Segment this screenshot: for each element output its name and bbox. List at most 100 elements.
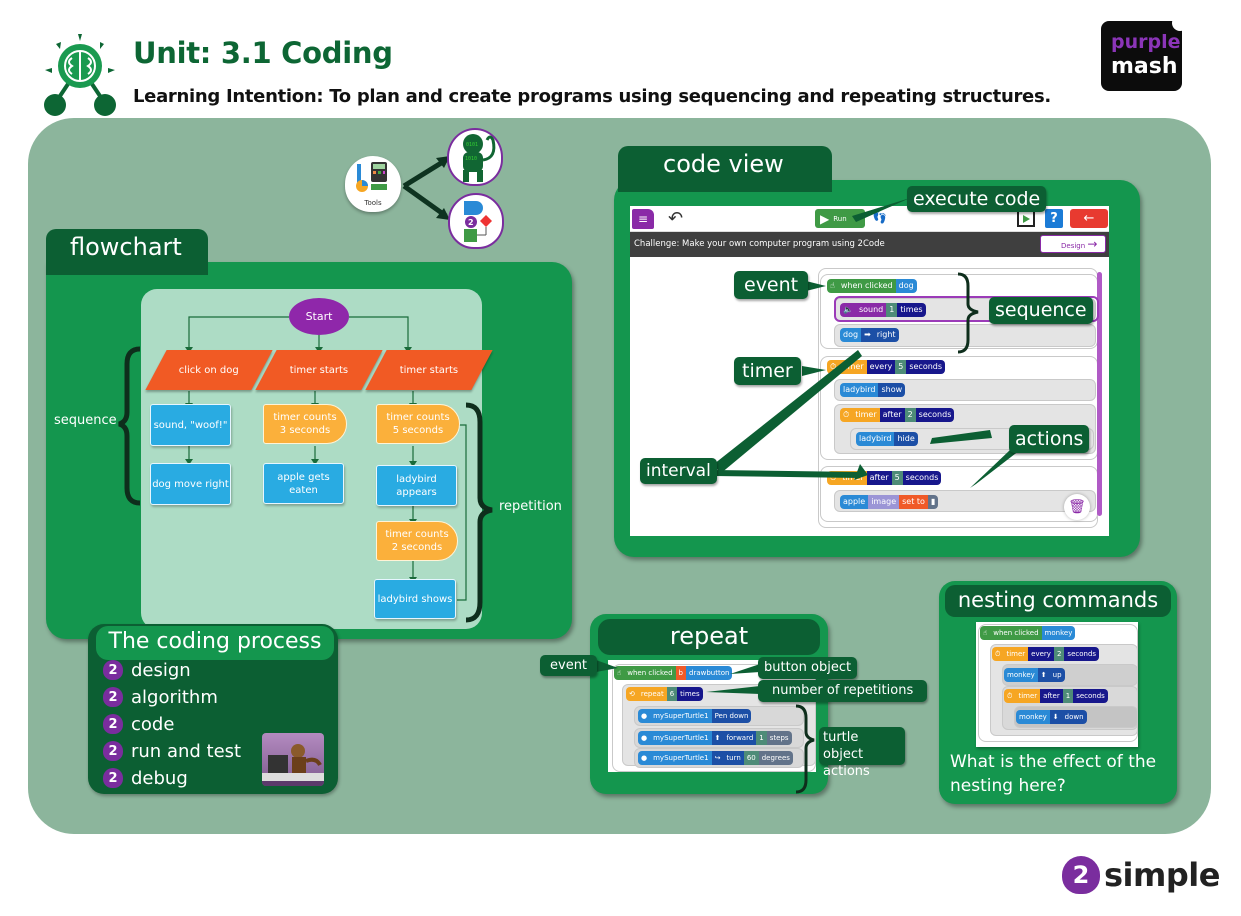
code-block-dog-right[interactable]: dog➡right [840, 328, 899, 342]
block-text: apple [840, 495, 869, 509]
coding-step: 2 design [103, 657, 191, 683]
code-block-monkey-up[interactable]: monkey⬆up [1004, 668, 1065, 682]
purple-mash-logo: purple mash [1101, 15, 1188, 91]
menu-icon[interactable]: ≡ [632, 209, 654, 229]
block-text: 60 [743, 751, 759, 765]
block-text: dog [840, 328, 862, 342]
block-text: 6 [666, 687, 678, 701]
block-text: when clicked [990, 626, 1042, 640]
callout-turtle-actions: turtle object actions [819, 727, 905, 779]
block-text: times [677, 687, 703, 701]
coding-step-label: debug [131, 767, 188, 789]
block-text: up [1049, 668, 1065, 682]
svg-text:0101: 0101 [466, 142, 478, 148]
block-text: show [878, 383, 906, 397]
svg-text:2: 2 [468, 218, 474, 227]
two-badge-icon: 2 [103, 741, 123, 761]
run-button[interactable]: ▶Run [815, 209, 865, 228]
block-text: repeat [637, 687, 667, 701]
apple-core-icon: ▮ [927, 495, 939, 509]
arrow-up-icon: ⬆ [711, 731, 724, 745]
flowchart-process-node: ladybird shows [374, 579, 456, 619]
help-button[interactable]: ? [1045, 209, 1063, 228]
block-text: seconds [902, 471, 942, 485]
undo-icon[interactable]: ↶ [668, 208, 684, 229]
arrow-right-icon: ➡ [861, 328, 874, 342]
block-text: monkey [1016, 710, 1050, 724]
block-text: 5 [891, 471, 903, 485]
block-text: mySuperTurtle1 [650, 731, 712, 745]
two-badge-icon: 2 [103, 660, 123, 680]
tools-label: Tools [364, 199, 382, 207]
monkey-at-computer-image [262, 733, 324, 786]
callout-event: event [734, 271, 809, 299]
code-row [834, 324, 1096, 347]
block-text: monkey [1041, 626, 1076, 640]
block-text: hide [894, 432, 918, 446]
two-badge-icon: 2 [103, 768, 123, 788]
block-text: seconds [1064, 647, 1100, 661]
coding-step-label: design [131, 659, 191, 681]
block-text: after [879, 408, 905, 422]
flowchart-start-node: Start [289, 298, 349, 335]
callout-interval: interval [640, 458, 717, 484]
2simple-logo: 2 simple [1062, 855, 1220, 895]
trash-icon[interactable]: 🗑 [1064, 494, 1090, 520]
block-text: ladybird [856, 432, 895, 446]
code-view-pointers [714, 198, 1020, 488]
callout-event: event [540, 655, 598, 676]
flowchart-delay-node: timer counts 3 seconds [263, 404, 347, 444]
block-text: times [897, 303, 926, 317]
block-text: image [868, 495, 900, 509]
flowchart-delay-node: timer counts 2 seconds [376, 521, 458, 561]
block-text: after [1040, 689, 1063, 703]
block-text: timer [852, 408, 880, 422]
sequence-brace [118, 346, 141, 506]
logo-line-purple: purple [1111, 31, 1181, 53]
turtle-icon: ● [638, 709, 651, 723]
scrollbar[interactable] [1097, 272, 1102, 516]
repetition-label: repetition [499, 499, 562, 514]
hand-pointer-icon: ☝ [980, 626, 991, 640]
turtle-icon: ● [638, 731, 651, 745]
stopwatch-icon: ⏱ [1004, 689, 1016, 703]
block-text: down [1061, 710, 1087, 724]
block-text: set to [899, 495, 928, 509]
block-text: dog [895, 279, 917, 293]
block-text: after [866, 471, 892, 485]
stopwatch-icon: ⏱ [992, 647, 1004, 661]
repeat-loop-icon: ⟲ [626, 687, 638, 701]
flowchart-process-node: ladybird appears [376, 465, 457, 506]
design-button[interactable]: Design → [1040, 235, 1106, 253]
nesting-question: What is the effect of the nesting here? [950, 752, 1157, 796]
repeat-pointers [596, 660, 815, 794]
flowchart-input-node: timer starts [255, 350, 383, 390]
flowchart-delay-node: timer counts 5 seconds [376, 404, 460, 444]
two-badge-icon: 2 [103, 714, 123, 734]
code-block-monkey-down[interactable]: monkey⬇down [1016, 710, 1087, 724]
logo-line-mash: mash [1111, 54, 1178, 79]
block-text: ladybird [840, 383, 879, 397]
back-button[interactable]: ← [1070, 209, 1108, 228]
block-text: seconds [915, 408, 955, 422]
block-text: degrees [758, 751, 793, 765]
callout-number-of-repetitions: number of repetitions [758, 680, 928, 702]
step-through-icon[interactable]: 👣 [872, 210, 887, 224]
